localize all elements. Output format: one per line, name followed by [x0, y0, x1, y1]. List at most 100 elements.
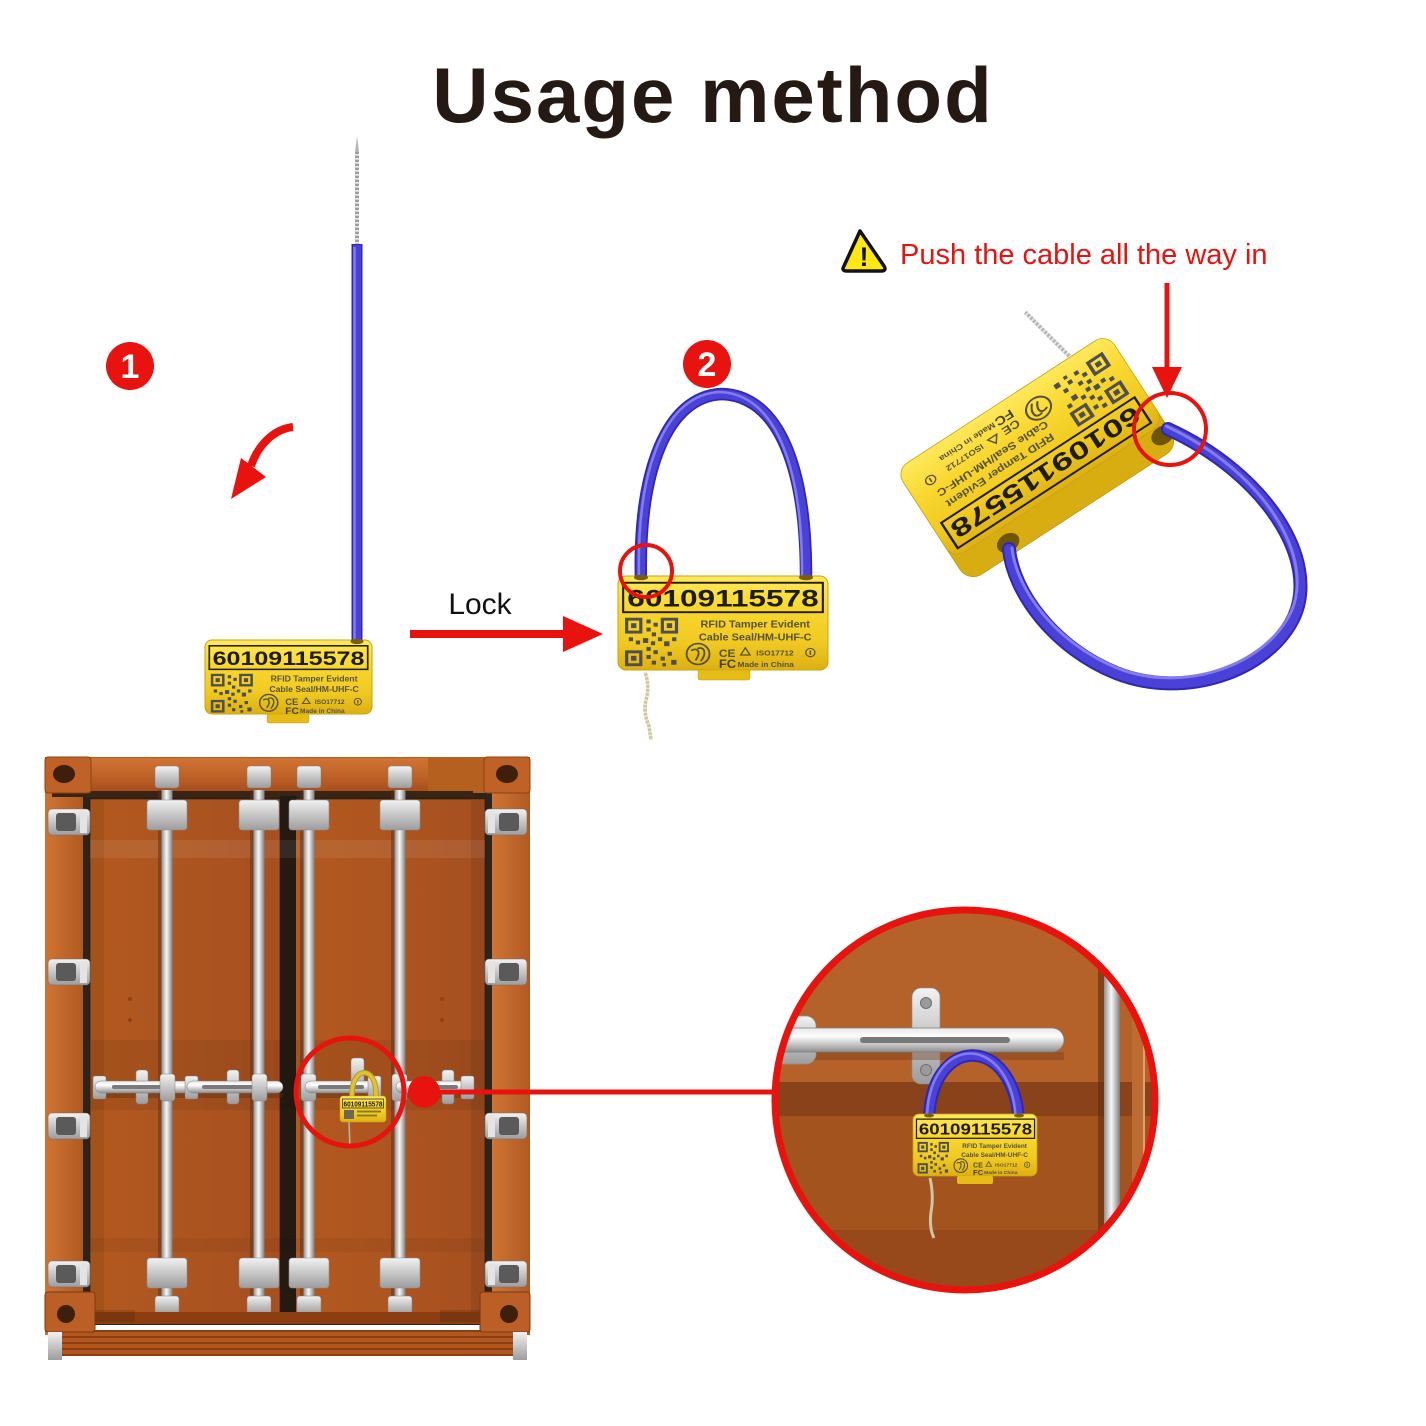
tilted-cable-highlight: [1010, 424, 1299, 680]
corner-hole-bottom-right: [500, 1305, 518, 1323]
lock-rod: [238, 765, 280, 1316]
door-lower-shadow: [90, 1238, 485, 1252]
lock-transition: Lock: [410, 588, 603, 652]
hinge: [47, 1112, 91, 1140]
step-2-wire-tail: [643, 671, 653, 741]
magnified-seal-tail: [928, 1177, 936, 1239]
step-1-number: 1: [121, 348, 140, 386]
rotate-arrow-head: [231, 458, 266, 499]
hinge: [47, 958, 91, 986]
container-seal-loop: [350, 1071, 378, 1097]
hinge: [484, 1260, 528, 1288]
lock-rods: [146, 765, 421, 1316]
step-1-illustration: 1: [106, 136, 373, 724]
highlight-circle: [293, 1035, 407, 1149]
corner-foot-right: [513, 1332, 527, 1360]
lock-label: Lock: [448, 588, 512, 621]
door-edge-shade-right: [471, 800, 485, 1320]
container-post-left: [45, 790, 83, 1335]
lock-rod: [288, 765, 330, 1316]
tilted-wire-tip: [1023, 310, 1075, 362]
tilted-seal: [900, 310, 1175, 577]
page-title: Usage method: [432, 51, 993, 139]
magnified-bar-shadow: [775, 1052, 1064, 1060]
seal-location-callout: [293, 1035, 782, 1149]
hinge: [484, 958, 528, 986]
wire-point: [355, 136, 359, 152]
door-handle: [92, 1069, 198, 1105]
lock-arrow-head: [563, 616, 603, 652]
hinge: [484, 808, 528, 836]
step-2-seal-tab: [697, 669, 751, 681]
step-1-badge: [106, 342, 154, 390]
container-seal-qr: [344, 1110, 354, 1119]
door-gap: [280, 796, 296, 1322]
container-seal-number: 60109115578: [344, 1102, 383, 1109]
door-edge-shade-left: [90, 800, 104, 1320]
magnified-cable-core: [924, 1051, 1024, 1131]
magnified-door-lower: [775, 1230, 1155, 1290]
keeper-bolt-bottom: [920, 1064, 932, 1076]
magnified-hole-right: [1014, 1113, 1024, 1118]
step-2-cable-core: [636, 389, 811, 587]
magnified-door-edge: [1132, 910, 1144, 1290]
magnified-cable-highlight: [925, 1052, 1018, 1126]
door-handle: [184, 1069, 284, 1105]
hinge: [47, 808, 91, 836]
step-2-cable-hole-left: [634, 574, 648, 581]
corner-foot-left: [48, 1332, 62, 1360]
push-arrow-head: [1152, 367, 1182, 398]
keeper-bolt-top: [920, 997, 932, 1009]
magnified-content: [775, 910, 1155, 1290]
door-bottom-recess-right: [440, 1310, 480, 1322]
container-seal: 60109115578: [339, 1070, 387, 1149]
container-seal-text-line: [357, 1114, 377, 1117]
magnified-door-ridge: [775, 1082, 1155, 1116]
container-seal-text-line: [357, 1110, 381, 1113]
magnified-rod-seam: [1098, 910, 1104, 1290]
magnified-hole-left: [924, 1113, 934, 1118]
container-seal-number-box: [342, 1098, 384, 1109]
step-2-number: 2: [698, 346, 717, 384]
shipping-container: 60109115578: [44, 756, 531, 1360]
hinge: [484, 1112, 528, 1140]
door-bottom-band: [90, 1312, 485, 1324]
lock-rod: [379, 765, 421, 1316]
bottom-sill: [58, 1330, 517, 1356]
corner-hole-bottom-left: [57, 1305, 75, 1323]
hinge: [47, 1260, 91, 1288]
step-2-cable-highlight: [637, 390, 804, 582]
door-handle: [300, 1057, 382, 1102]
magnified-bar-slot: [860, 1037, 1010, 1043]
tilted-wire-braid: [1023, 310, 1075, 362]
step-2-badge: [683, 340, 731, 388]
warning-icon: [841, 229, 887, 273]
cable-entry-highlight-circle: [618, 543, 674, 599]
magnified-seal-tab: [957, 1176, 993, 1184]
door-bolt: [128, 1018, 132, 1022]
cable-entry-circle: [1132, 391, 1208, 467]
step-2-wire-tail-braid: [643, 671, 653, 741]
magnifier-ring: [771, 906, 1159, 1294]
door-bolt: [440, 997, 444, 1001]
magnified-lock-rod: [1104, 910, 1120, 1290]
door-bolt: [440, 1018, 444, 1022]
step-2-illustration: 2: [617, 340, 829, 741]
container-post-right: [492, 790, 530, 1335]
door-bottom-recess-left: [95, 1310, 135, 1322]
step-1-cable-hole: [350, 638, 364, 645]
magnified-view: [771, 906, 1159, 1294]
corner-hole-top-right: [496, 765, 518, 783]
container-door-left: [89, 798, 281, 1322]
warning-callout: ! Push the cable all the way in: [841, 229, 1268, 398]
corner-hole-top-left: [53, 765, 75, 783]
door-bolt: [128, 997, 132, 1001]
warning-text: Push the cable all the way in: [900, 239, 1268, 271]
rotate-arrow-icon: [247, 423, 294, 468]
door-hinges: [47, 808, 528, 1288]
door-ridge-highlight: [90, 840, 485, 858]
container-door-right: [294, 798, 486, 1322]
step-2-cable-hole-right: [799, 574, 813, 581]
